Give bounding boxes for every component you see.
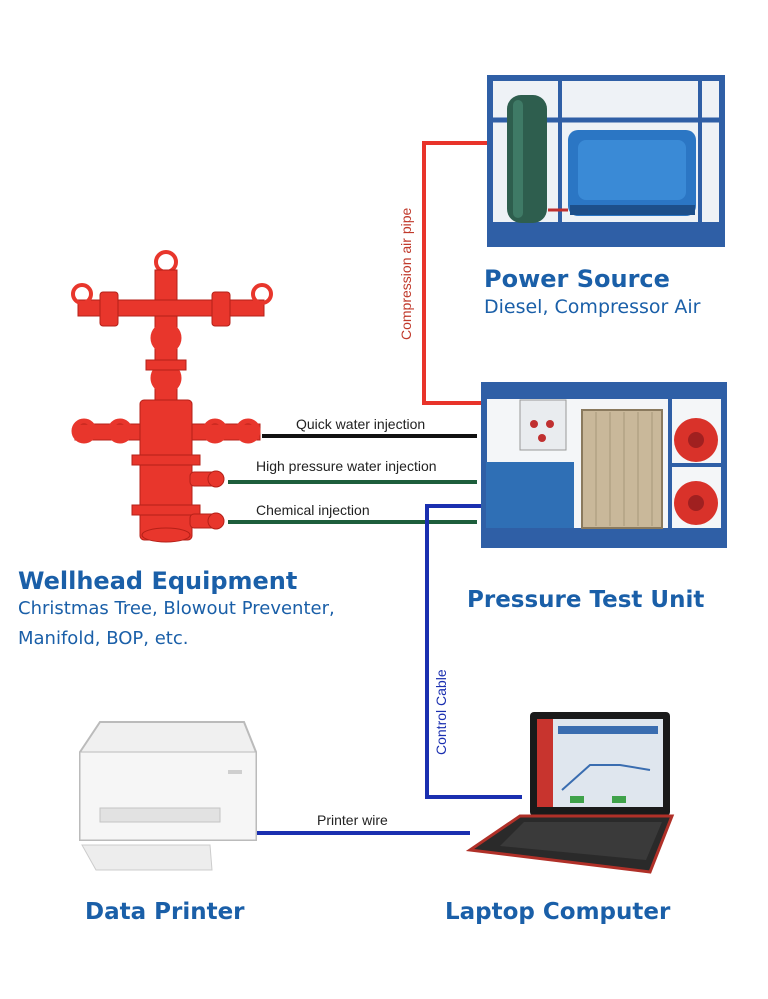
chemical-injection-label: Chemical injection — [256, 502, 370, 518]
power-source-image — [487, 75, 725, 247]
high-pressure-water-injection-label: High pressure water injection — [256, 458, 437, 474]
wellhead-equipment-title: Wellhead Equipment — [18, 567, 298, 595]
wellhead-equipment-subtitle-line1: Christmas Tree, Blowout Preventer, — [18, 598, 335, 619]
wellhead-equipment-image — [71, 250, 273, 543]
compression-air-pipe-line — [422, 141, 490, 405]
power-source-title: Power Source — [484, 265, 670, 293]
laptop-computer-title: Laptop Computer — [445, 899, 671, 925]
control-cable-label: Control Cable — [433, 669, 449, 755]
wellhead-equipment-subtitle-line2: Manifold, BOP, etc. — [18, 628, 189, 649]
compression-air-pipe-label: Compression air pipe — [398, 207, 414, 340]
data-printer-title: Data Printer — [85, 899, 245, 925]
quick-water-injection-label: Quick water injection — [296, 416, 426, 432]
pressure-test-unit-title: Pressure Test Unit — [467, 587, 705, 613]
control-cable-line — [425, 504, 522, 799]
power-source-subtitle: Diesel, Compressor Air — [484, 296, 701, 318]
printer-wire-label: Printer wire — [317, 812, 388, 828]
laptop-computer-image — [465, 712, 675, 874]
pressure-test-unit-image — [481, 382, 727, 548]
data-printer-image — [79, 721, 257, 871]
